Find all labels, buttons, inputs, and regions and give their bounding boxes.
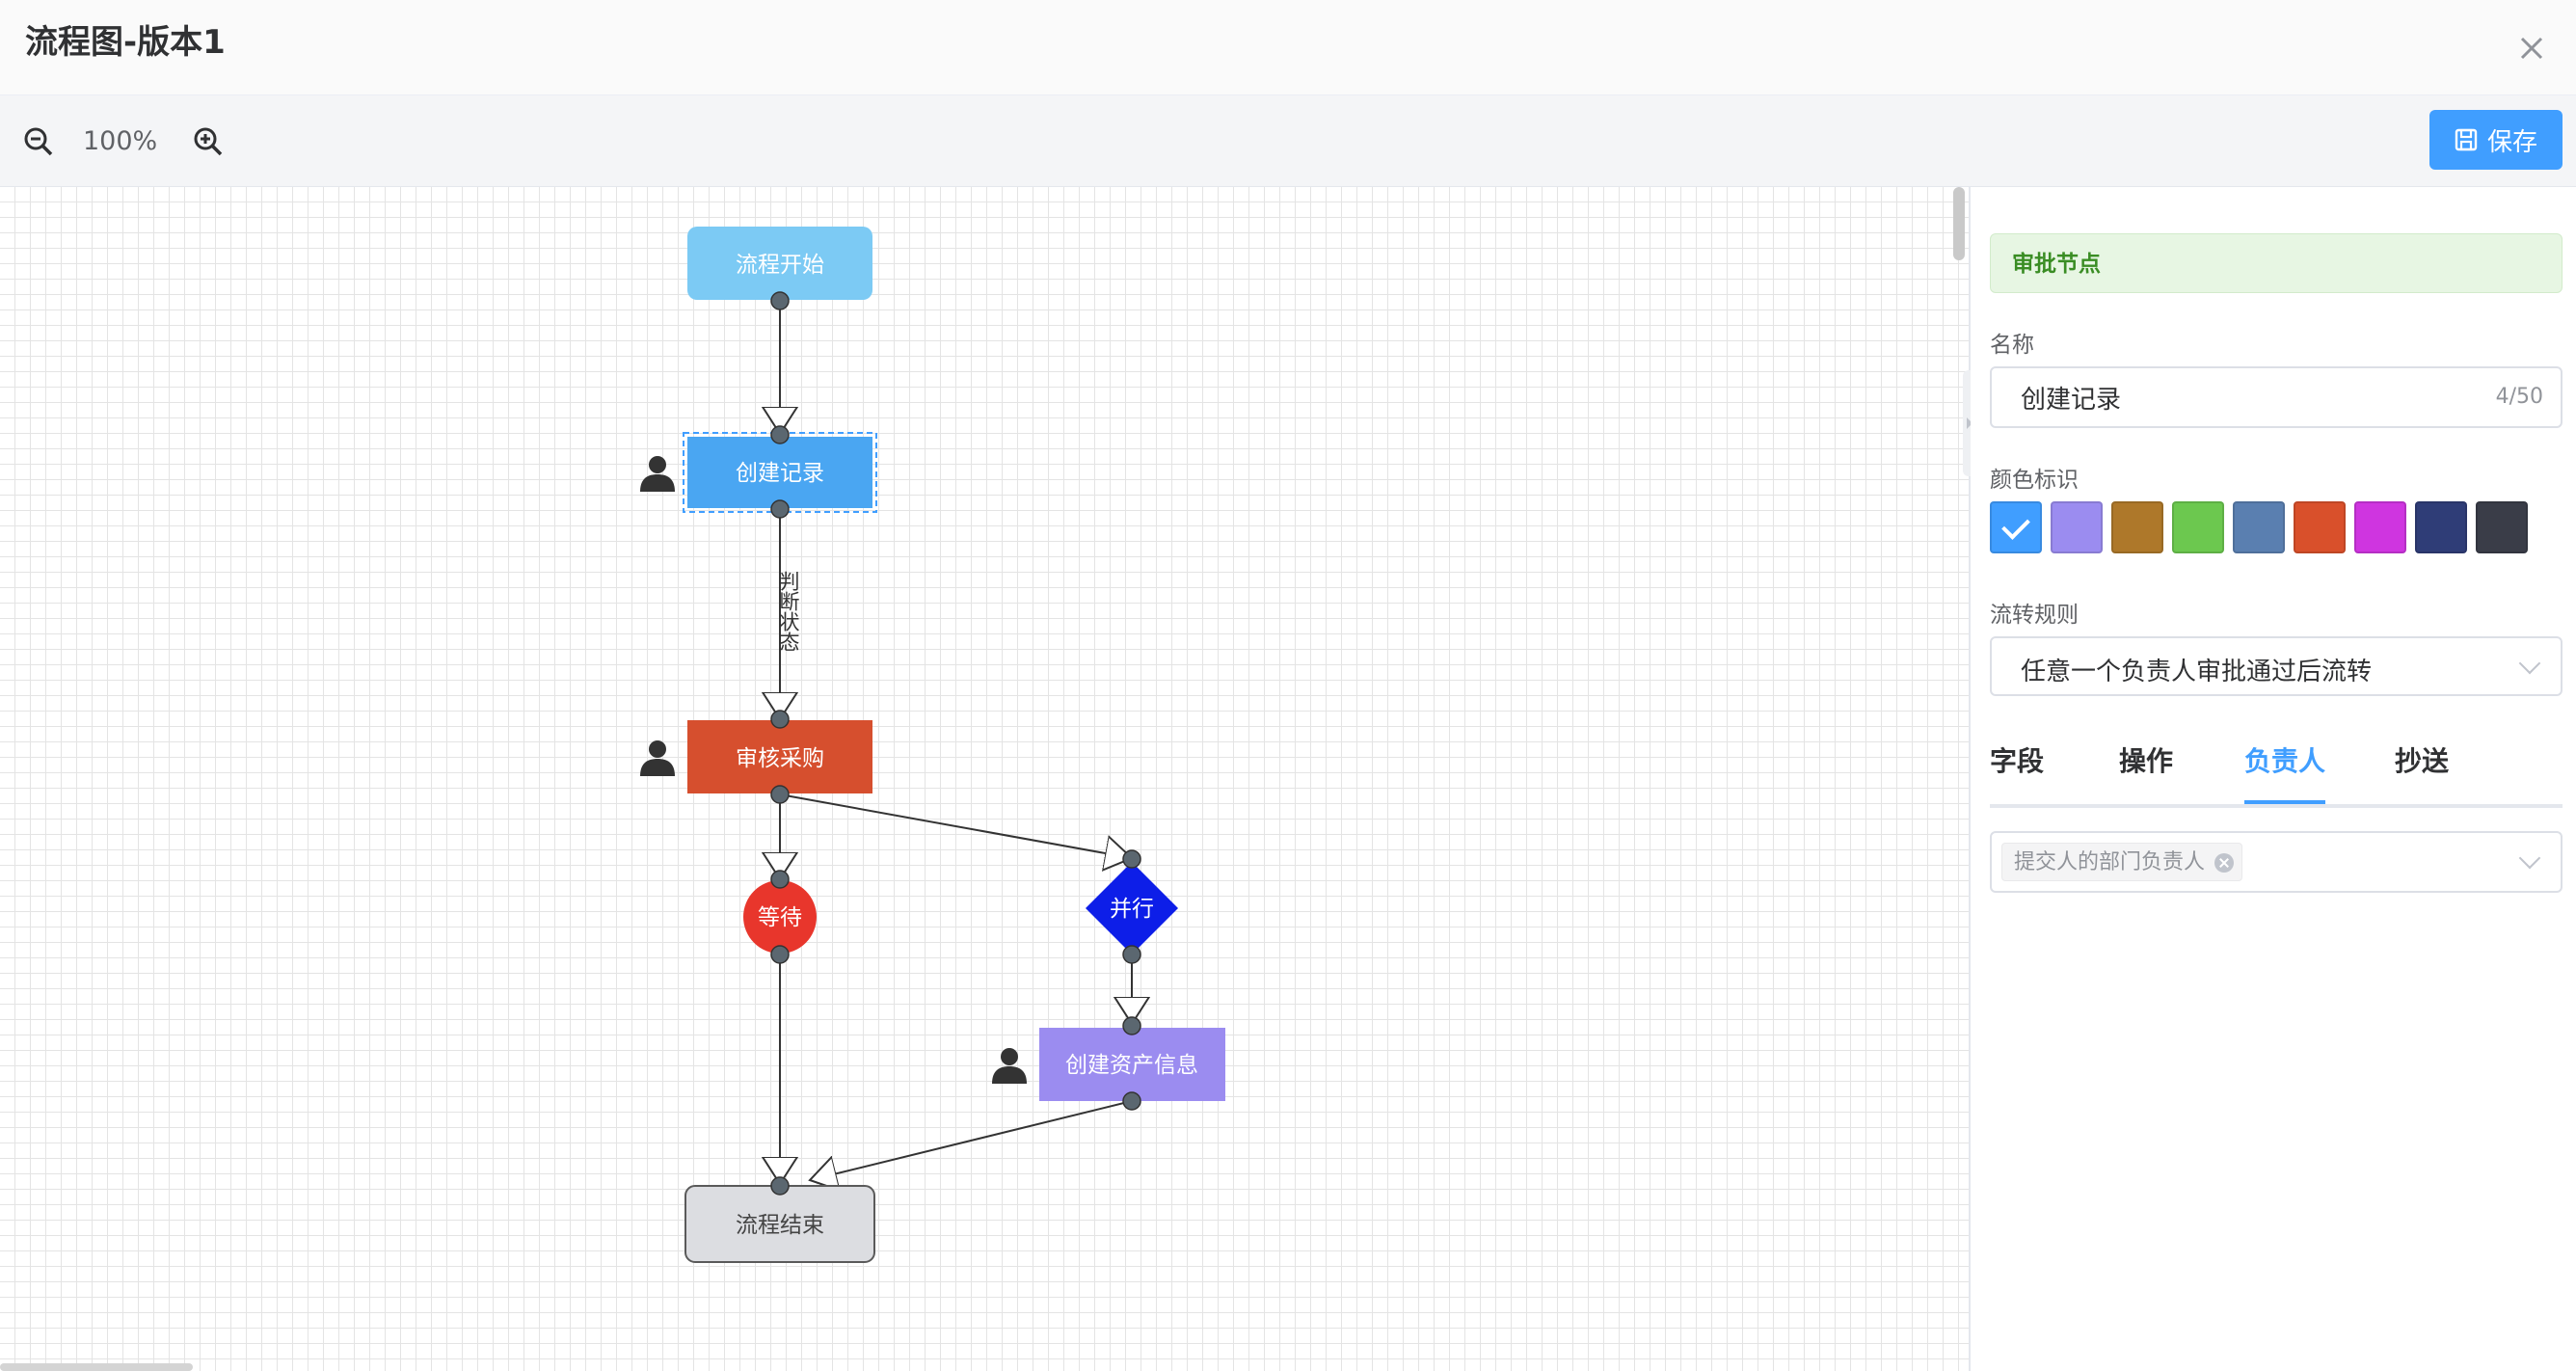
- save-icon: [2455, 128, 2478, 151]
- name-char-count: 4/50: [2495, 385, 2543, 409]
- node-end-label: 流程结束: [736, 1213, 824, 1238]
- node-review-purchase[interactable]: 审核采购: [687, 720, 872, 793]
- save-button-label: 保存: [2486, 127, 2537, 157]
- chevron-down-icon: [2518, 847, 2541, 870]
- assignee-icon: [640, 456, 675, 492]
- node-create-record-label: 创建记录: [736, 461, 824, 486]
- zoom-in-button[interactable]: [191, 124, 226, 159]
- node-create-asset[interactable]: 创建资产信息: [1039, 1028, 1225, 1101]
- properties-panel: 审批节点 名称 4/50 颜色标识 流转规则 任意一个负责人审批通过后流转 字段…: [1971, 187, 2576, 1371]
- owner-select[interactable]: 提交人的部门负责人: [1990, 831, 2563, 893]
- tab-actions[interactable]: 操作: [2119, 745, 2174, 777]
- color-swatch-navy[interactable]: [2415, 501, 2467, 553]
- dialog-header: 流程图-版本1: [0, 0, 2576, 95]
- name-input[interactable]: [2021, 368, 2445, 426]
- assignee-icon: [640, 740, 675, 776]
- rule-select[interactable]: 任意一个负责人审批通过后流转: [1990, 636, 2563, 696]
- node-create-asset-label: 创建资产信息: [1065, 1053, 1198, 1078]
- assignee-icon: [992, 1048, 1027, 1084]
- node-start-label: 流程开始: [736, 253, 824, 278]
- color-label: 颜色标识: [1990, 468, 2079, 493]
- node-parallel[interactable]: 并行: [1086, 862, 1178, 954]
- tab-owner[interactable]: 负责人: [2244, 745, 2326, 777]
- color-swatch-blue[interactable]: [1990, 501, 2042, 553]
- dialog-title: 流程图-版本1: [25, 23, 226, 62]
- canvas-vertical-scrollbar[interactable]: [1953, 187, 1965, 260]
- panel-tabs: 字段 操作 负责人 抄送: [1990, 735, 2563, 808]
- tag-close-icon[interactable]: [2214, 853, 2235, 873]
- node-review-purchase-label: 审核采购: [736, 746, 824, 771]
- connection-ports[interactable]: [770, 291, 1141, 1196]
- edge-label-judge-status: 判断状态: [777, 571, 800, 652]
- node-create-record[interactable]: 创建记录: [683, 432, 877, 513]
- node-type-banner: 审批节点: [1990, 233, 2563, 293]
- close-button[interactable]: [2512, 29, 2551, 67]
- owner-tag-label: 提交人的部门负责人: [2014, 850, 2206, 874]
- zoom-in-icon: [194, 127, 223, 156]
- name-label: 名称: [1990, 333, 2034, 358]
- flow-canvas[interactable]: 判断状态 流程开始 创建记录 审核采购 等待 并行 创建资产信息: [0, 187, 1969, 1371]
- active-tab-indicator: [2244, 800, 2325, 804]
- tab-cc[interactable]: 抄送: [2395, 745, 2450, 777]
- toolbar: 100%: [0, 95, 2576, 187]
- panel-divider: [1969, 187, 1971, 1371]
- rule-select-value: 任意一个负责人审批通过后流转: [2021, 658, 2373, 686]
- rule-label: 流转规则: [1990, 603, 2079, 628]
- node-wait-label: 等待: [758, 905, 802, 930]
- zoom-level: 100%: [83, 126, 158, 156]
- color-swatch-lavender[interactable]: [2051, 501, 2103, 553]
- color-swatch-green[interactable]: [2172, 501, 2224, 553]
- edge-review-to-parallel[interactable]: [779, 793, 1132, 858]
- chevron-down-icon: [2518, 652, 2541, 675]
- name-field[interactable]: 4/50: [1990, 366, 2563, 428]
- edge-asset-to-end[interactable]: [810, 1100, 1133, 1180]
- node-start[interactable]: 流程开始: [687, 227, 872, 300]
- color-swatch-charcoal[interactable]: [2476, 501, 2528, 553]
- zoom-out-icon: [24, 127, 53, 156]
- canvas-horizontal-scrollbar[interactable]: [0, 1363, 193, 1371]
- node-parallel-label: 并行: [1110, 897, 1154, 922]
- owner-tag: 提交人的部门负责人: [2001, 843, 2243, 881]
- save-button[interactable]: 保存: [2429, 110, 2563, 170]
- node-wait[interactable]: 等待: [743, 880, 817, 954]
- color-swatch-brown[interactable]: [2111, 501, 2163, 553]
- zoom-out-button[interactable]: [21, 124, 56, 159]
- close-icon: [2520, 37, 2543, 60]
- tab-fields[interactable]: 字段: [1990, 745, 2045, 777]
- color-swatch-orange-red[interactable]: [2294, 501, 2346, 553]
- color-swatch-magenta[interactable]: [2354, 501, 2406, 553]
- flow-diagram: 判断状态 流程开始 创建记录 审核采购 等待 并行 创建资产信息: [640, 227, 1225, 1263]
- color-swatches: [1990, 501, 2528, 553]
- node-end[interactable]: 流程结束: [684, 1185, 875, 1263]
- color-swatch-steel-blue[interactable]: [2233, 501, 2285, 553]
